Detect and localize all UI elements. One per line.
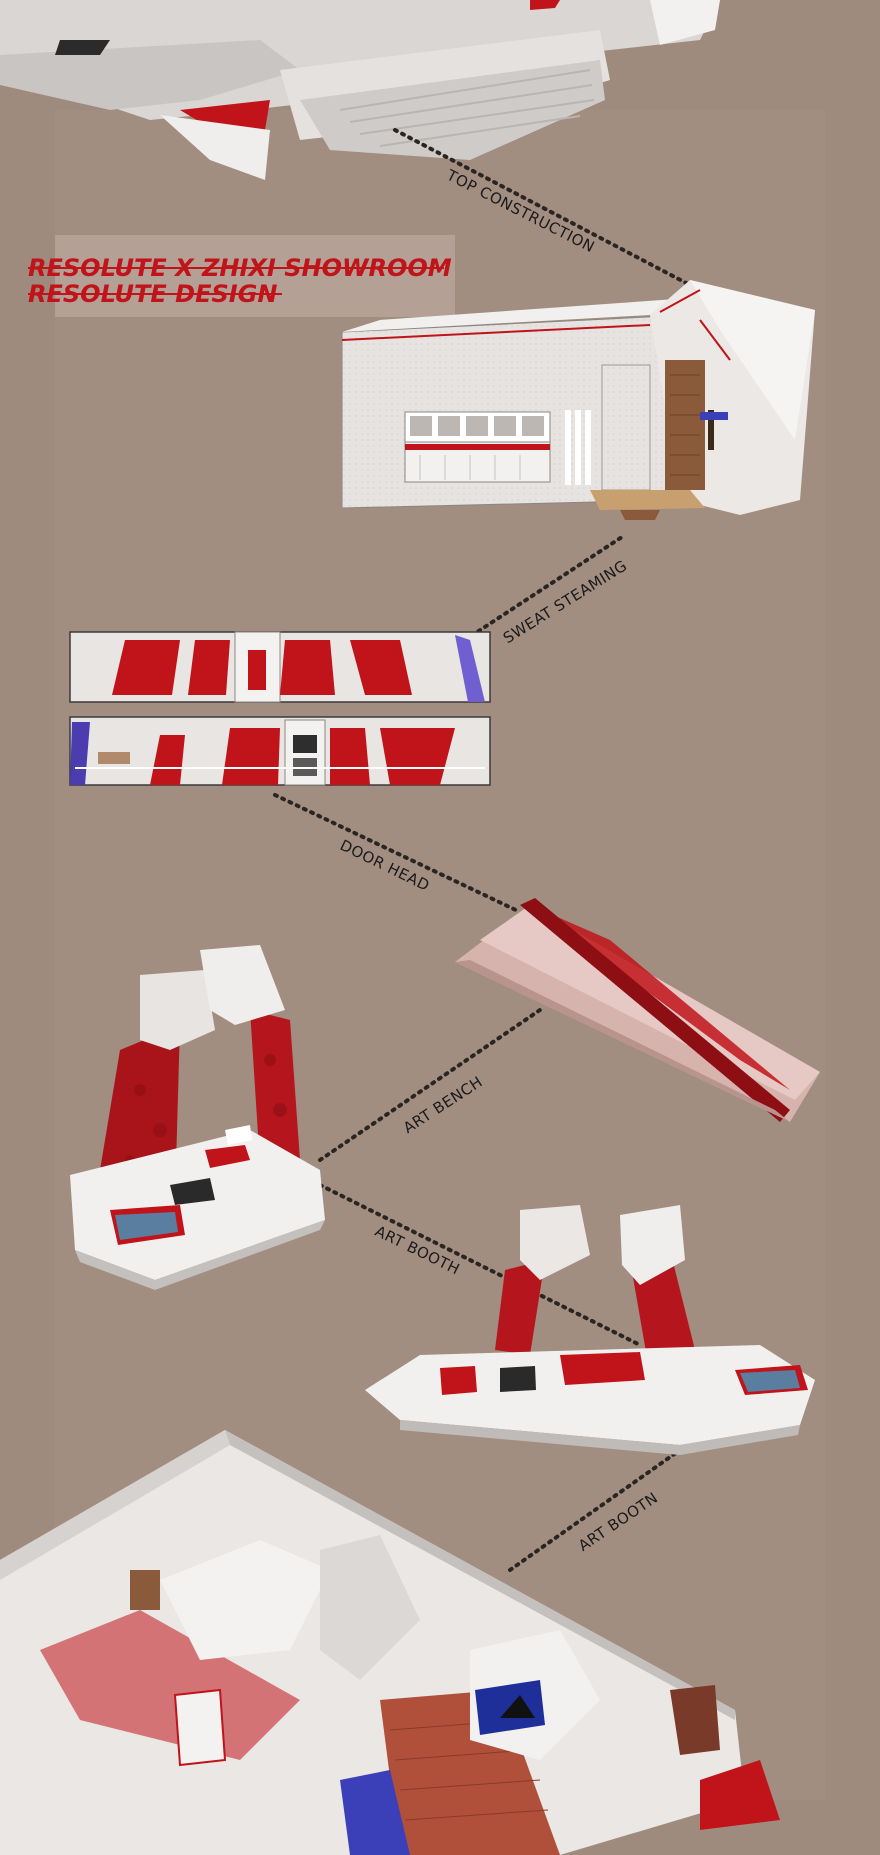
top-construction-model <box>0 0 720 180</box>
showroom-axonometric-model <box>0 1430 780 1855</box>
door-head-model <box>455 898 820 1122</box>
art-bench-model <box>70 945 325 1290</box>
sweat-steaming-room-model <box>341 280 815 520</box>
title-box <box>55 235 455 317</box>
leader-lines <box>273 128 692 1572</box>
art-booth-model <box>365 1205 815 1455</box>
elevation-strip-lower <box>69 716 491 786</box>
elevation-strip-upper <box>69 631 491 703</box>
